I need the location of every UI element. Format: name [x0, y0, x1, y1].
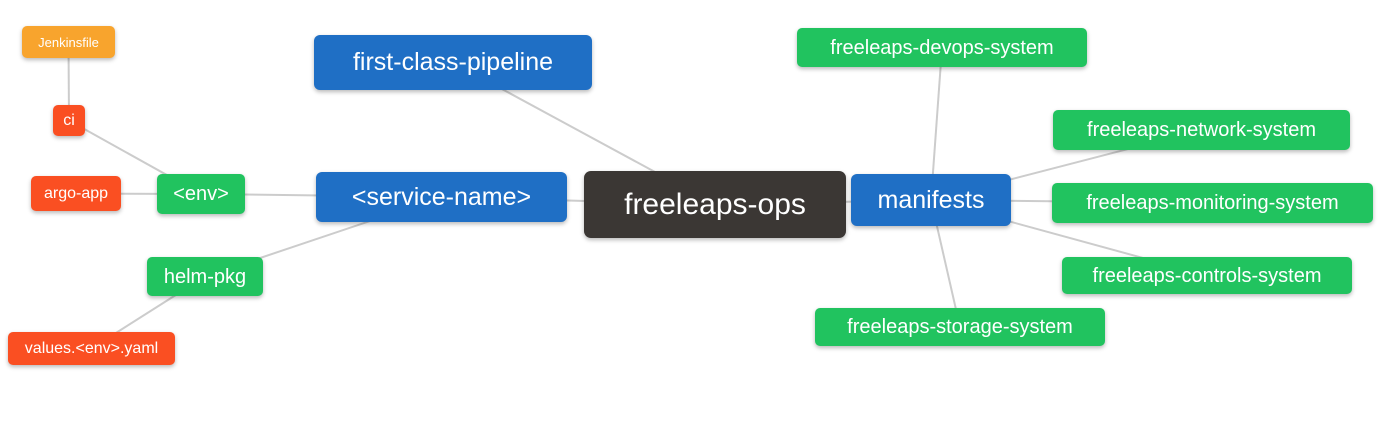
node-label: freeleaps-network-system	[1087, 119, 1316, 141]
node-service-name[interactable]: <service-name>	[316, 172, 567, 222]
node-freeleaps-devops-system[interactable]: freeleaps-devops-system	[797, 28, 1087, 67]
node-ci[interactable]: ci	[53, 105, 85, 136]
node-manifests[interactable]: manifests	[851, 174, 1011, 226]
node-label: <env>	[173, 183, 229, 205]
node-label: manifests	[877, 185, 985, 214]
node-argo-app[interactable]: argo-app	[31, 176, 121, 211]
node-first-class-pipeline[interactable]: first-class-pipeline	[314, 35, 592, 90]
node-helm-pkg[interactable]: helm-pkg	[147, 257, 263, 296]
node-label: freeleaps-devops-system	[830, 36, 1054, 59]
node-label: helm-pkg	[163, 265, 247, 288]
node-label: <service-name>	[351, 182, 532, 211]
node-label: values.<env>.yaml	[24, 339, 159, 357]
node-freeleaps-network-system[interactable]: freeleaps-network-system	[1053, 110, 1350, 150]
node-freeleaps-monitoring-system[interactable]: freeleaps-monitoring-system	[1052, 183, 1373, 223]
node-freeleaps-storage-system[interactable]: freeleaps-storage-system	[815, 308, 1105, 346]
node-label: Jenkinsfile	[38, 34, 99, 50]
node-env[interactable]: <env>	[157, 174, 245, 214]
node-label: ci	[63, 111, 75, 129]
node-label: freeleaps-ops	[624, 187, 806, 221]
node-label: freeleaps-monitoring-system	[1086, 192, 1339, 214]
node-label: freeleaps-storage-system	[847, 316, 1073, 338]
node-freeleaps-controls-system[interactable]: freeleaps-controls-system	[1062, 257, 1352, 294]
node-freeleaps-ops[interactable]: freeleaps-ops	[584, 171, 846, 238]
node-jenkinsfile[interactable]: Jenkinsfile	[22, 26, 115, 58]
node-label: first-class-pipeline	[352, 48, 554, 76]
node-label: argo-app	[43, 184, 109, 202]
node-label: freeleaps-controls-system	[1092, 264, 1322, 287]
node-values-env-yaml[interactable]: values.<env>.yaml	[8, 332, 175, 365]
